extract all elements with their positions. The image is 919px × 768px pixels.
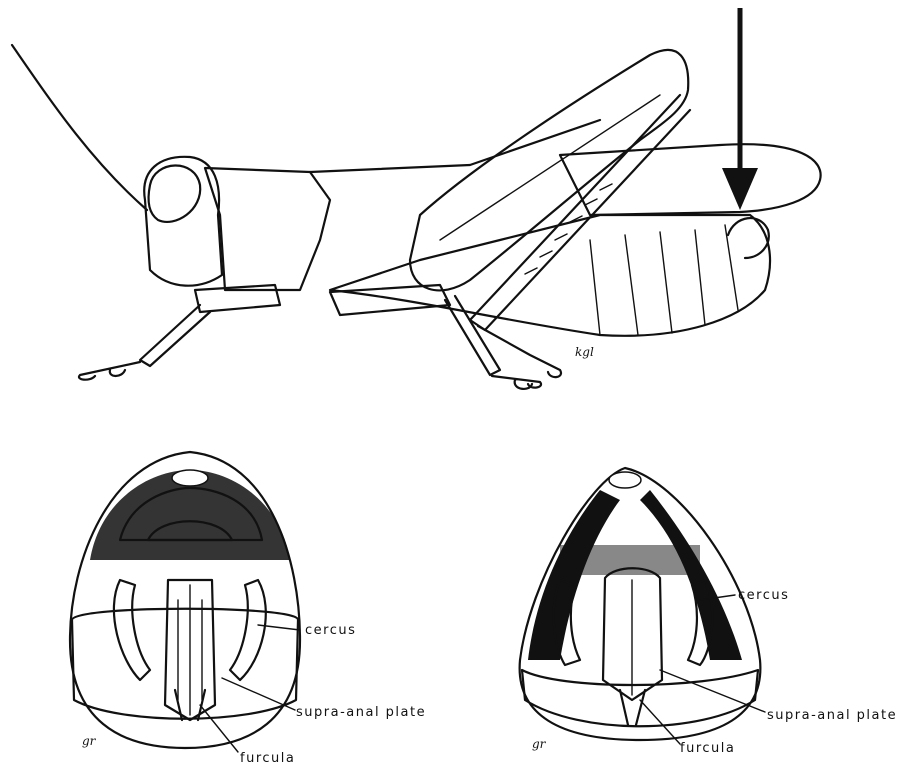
left-cercus-right: [230, 580, 266, 680]
right-subgenital-ring: [522, 670, 758, 726]
left-plate-leader: [222, 678, 295, 710]
fore-tibia: [140, 305, 210, 366]
right-furcula-leader: [640, 700, 680, 744]
compound-eye: [149, 165, 201, 221]
right-view-signature: gr: [532, 737, 547, 751]
left-cercus-left: [114, 580, 150, 680]
left-supra-anal-plate-label: supra-anal plate: [296, 705, 426, 720]
left-spiracle-lobes: [172, 470, 208, 486]
body-dorsal-line: [310, 120, 600, 172]
cercus-side: [728, 218, 769, 258]
middle-tarsus: [492, 376, 541, 389]
hind-tarsus: [478, 326, 561, 377]
fore-tarsus: [79, 362, 140, 380]
head: [144, 157, 222, 286]
left-plate-ridges: [178, 585, 202, 715]
right-supra-anal-plate-label: supra-anal plate: [767, 708, 897, 723]
right-cercus-label: cercus: [738, 588, 789, 603]
left-cercus-label: cercus: [305, 623, 356, 638]
right-spiracle-lobes: [609, 472, 641, 488]
right-furcula-label: furcula: [680, 741, 735, 756]
forewing: [560, 144, 821, 215]
femur-ridge: [440, 95, 660, 240]
grasshopper-drawing: [12, 45, 821, 389]
left-furcula-label: furcula: [240, 751, 295, 766]
grasshopper-signature: kgl: [575, 345, 594, 359]
right-view: [520, 468, 765, 744]
abdominal-segments: [590, 225, 738, 335]
left-view-signature: gr: [82, 734, 97, 748]
middle-tibia: [445, 296, 500, 375]
down-arrow-icon: [722, 8, 758, 210]
hind-tibia: [470, 95, 690, 330]
left-view: [70, 452, 300, 752]
right-plate-leader: [660, 670, 765, 712]
right-band: [560, 545, 700, 575]
antenna: [12, 45, 147, 210]
hind-femur: [410, 50, 688, 291]
pronotum: [205, 168, 330, 290]
